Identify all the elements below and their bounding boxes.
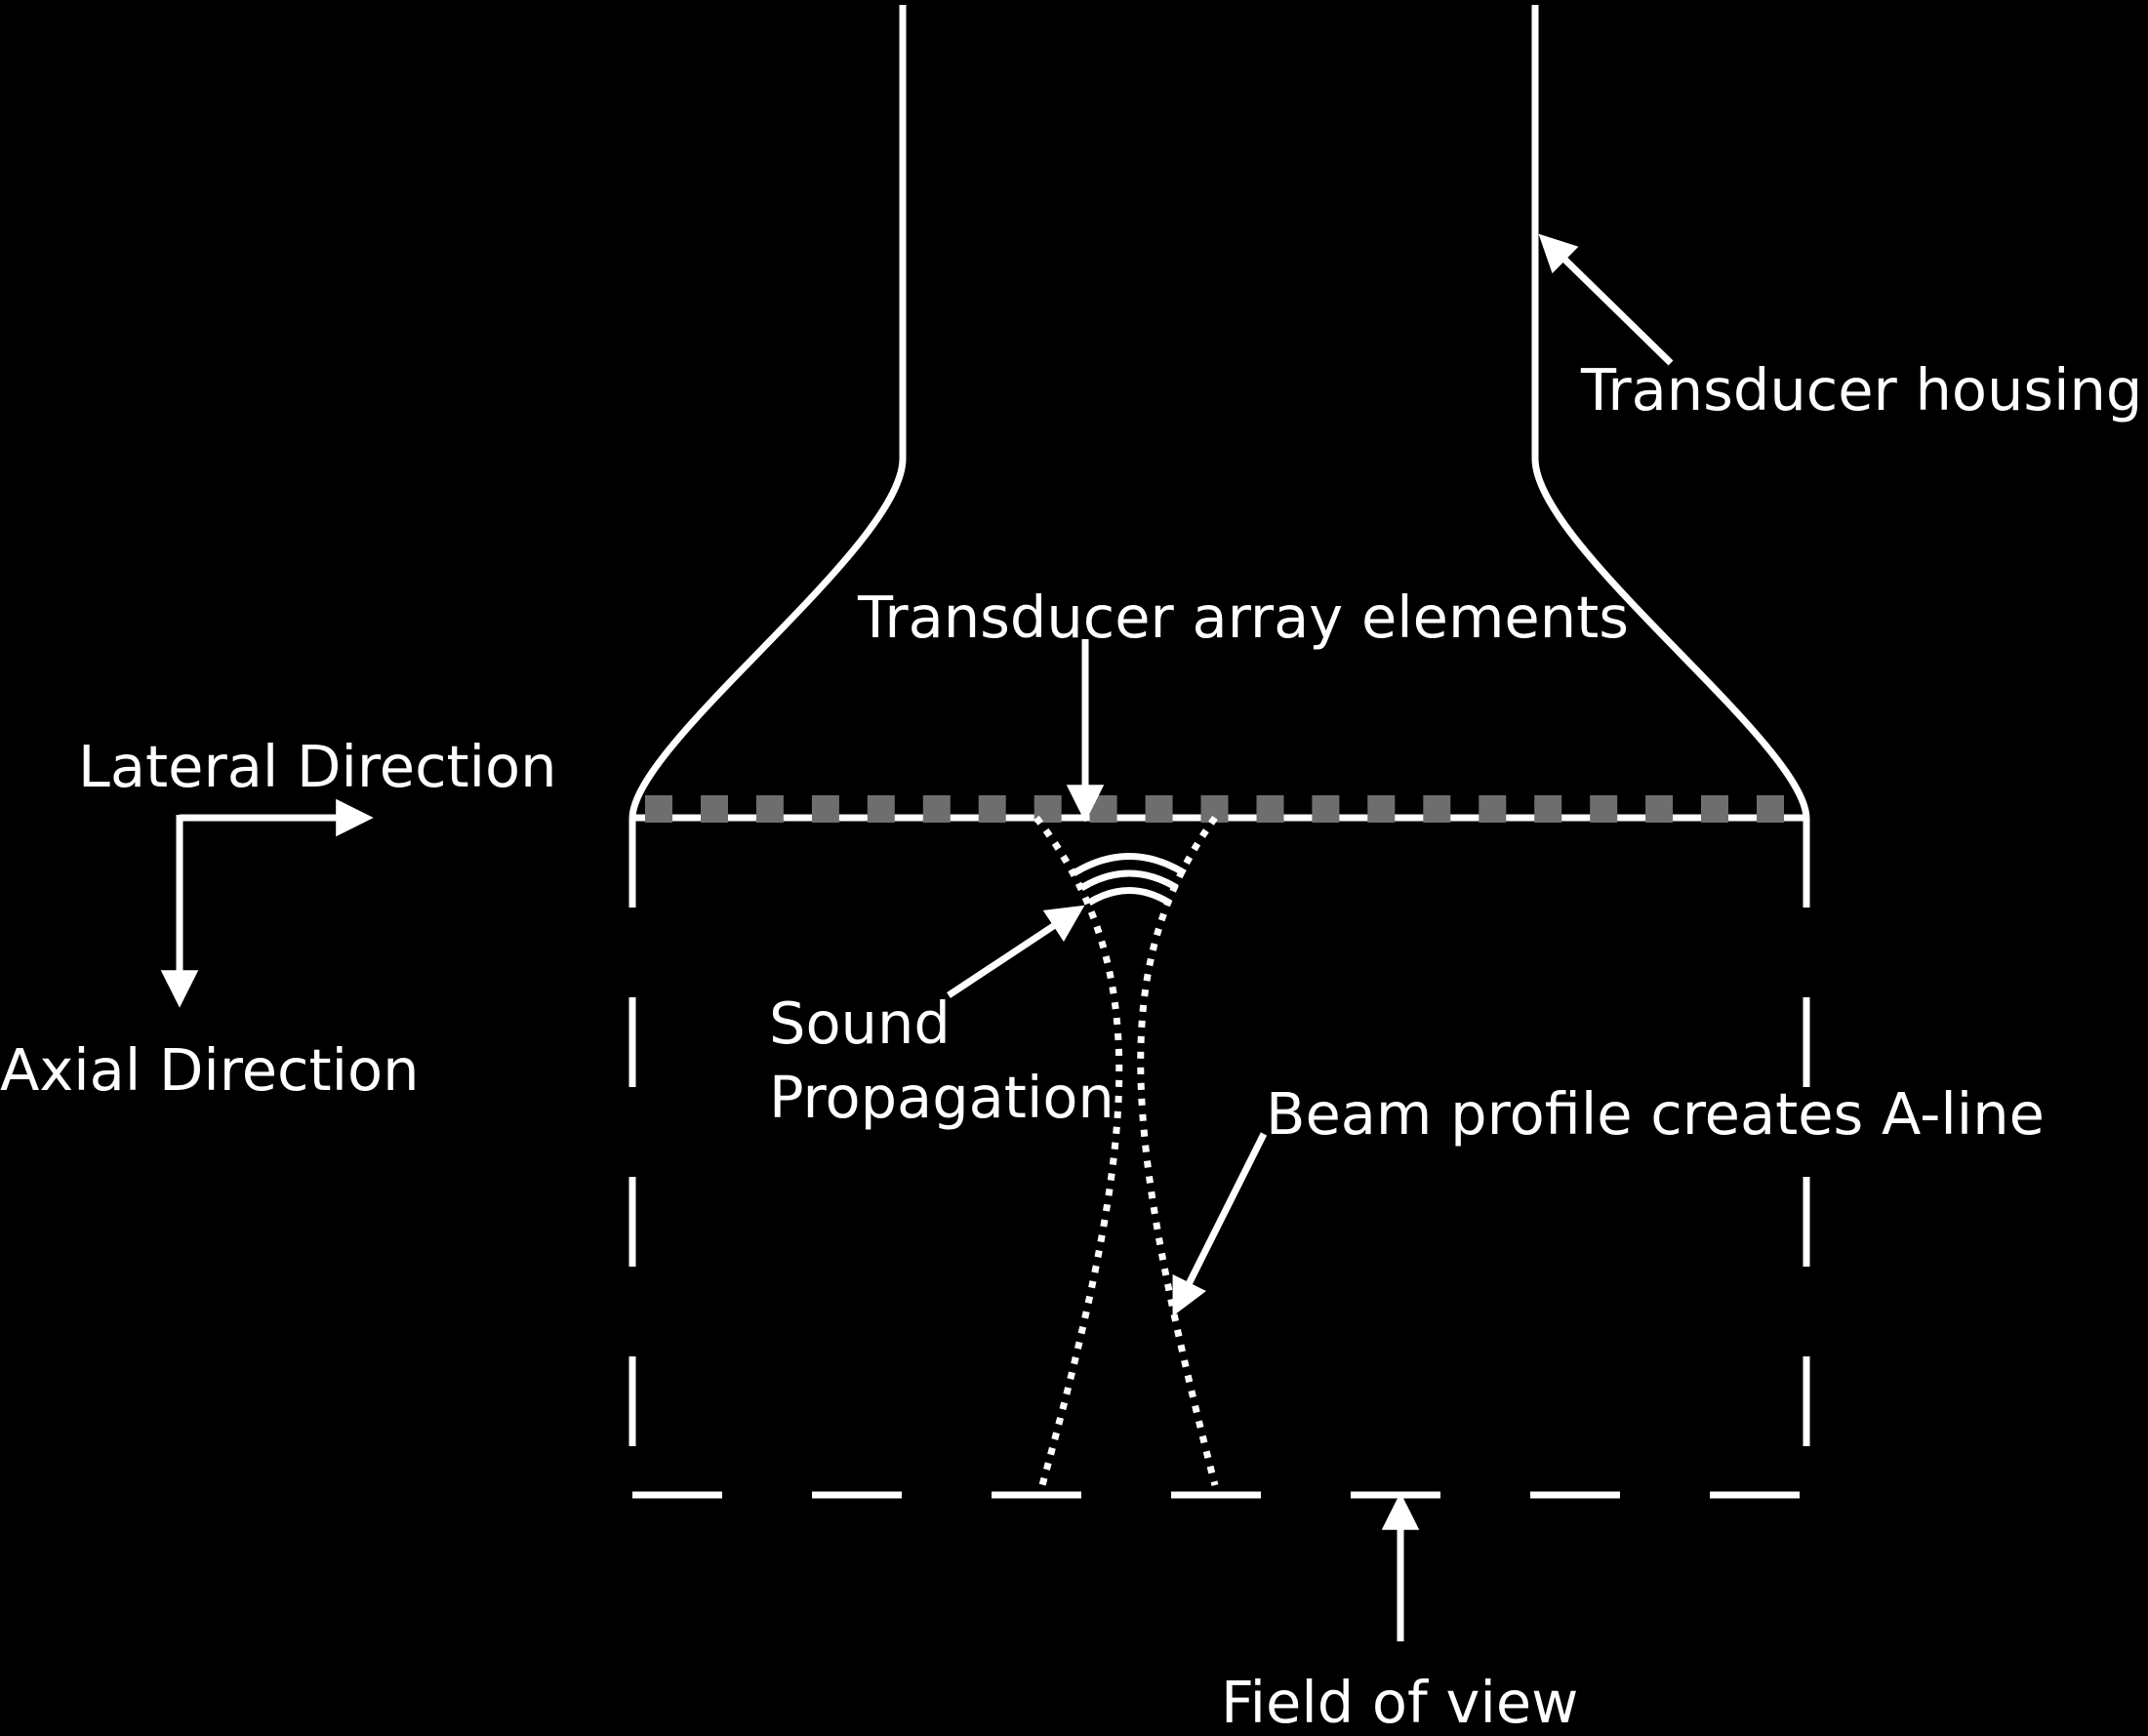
label-sound-line2: Propagation [769,1064,1115,1131]
array-element [1089,795,1117,823]
array-element [1757,795,1784,823]
label-axial-direction: Axial Direction [0,1036,420,1104]
wavefront-arc-1 [1072,853,1187,876]
array-element [1312,795,1340,823]
housing-left-wall [628,5,907,819]
array-element [1645,795,1674,823]
field-of-view-box [628,818,1810,1499]
housing-pointer-arrow [1538,233,1674,366]
label-transducer-housing: Transducer housing [1580,356,2142,424]
array-element [811,795,839,823]
beam-profile-left-edge [1033,815,1123,1486]
label-field-of-view: Field of view [1221,1669,1578,1736]
beam-profile [1033,815,1219,1486]
array-element [1145,795,1173,823]
sound-pointer-arrow [947,905,1085,998]
array-element [867,795,895,823]
array-element [645,795,672,823]
sound-wavefront-arcs [1072,853,1187,907]
array-element [922,795,951,823]
label-lateral-direction: Lateral Direction [78,733,557,800]
array-element [1367,795,1396,823]
array-element [1479,795,1507,823]
array-element [1590,795,1618,823]
housing-right-wall [1531,5,1810,819]
array-element [1423,795,1451,823]
array-element [978,795,1006,823]
array-element [1534,795,1562,823]
wavefront-arc-2 [1079,869,1179,891]
wavefront-arc-3 [1087,887,1171,907]
array-element [1701,795,1728,823]
label-beam-profile: Beam profile creates A-line [1266,1080,2045,1148]
array-element [701,795,728,823]
label-sound-line1: Sound [769,989,951,1057]
direction-indicator [160,798,374,1008]
array-element [1256,795,1284,823]
transducer-array-elements [645,795,1784,823]
array-element [755,795,784,823]
beam-pointer-arrow [1172,1132,1268,1316]
beam-profile-right-edge [1137,815,1219,1486]
transducer-housing [628,5,1810,819]
label-transducer-array-elements: Transducer array elements [857,584,1629,651]
